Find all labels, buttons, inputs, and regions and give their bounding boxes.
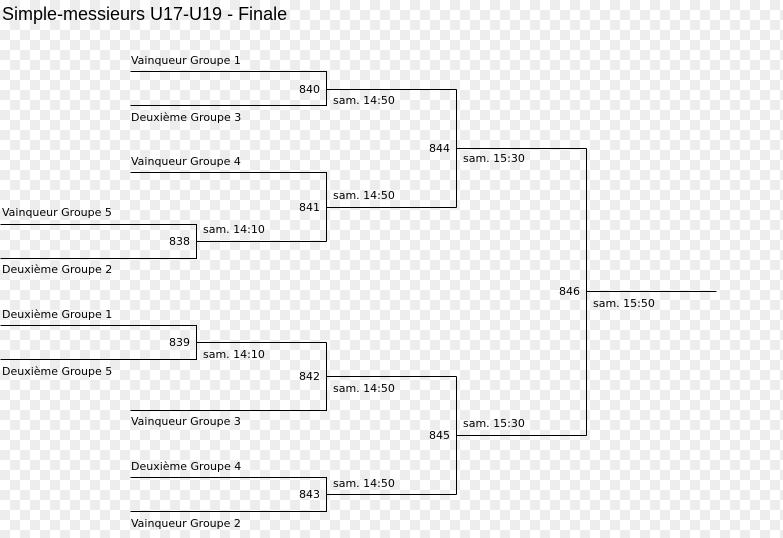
match-time: sam. 15:30 [463,152,525,165]
bracket-line-840 [130,71,457,106]
match-841: Vainqueur Groupe 4 841 sam. 14:50 [130,155,457,242]
match-number: 839 [169,336,190,349]
bracket-line-842 [130,342,457,411]
entrant-slot-bottom: Deuxième Groupe 5 [2,365,112,378]
entrant-slot-bottom: Vainqueur Groupe 2 [131,517,241,530]
bracket-line-845 [456,376,587,495]
bracket-line-846 [586,148,717,436]
match-number: 842 [299,370,320,383]
match-840: Vainqueur Groupe 1 Deuxième Groupe 3 840… [130,54,457,124]
match-time: sam. 14:50 [333,94,395,107]
entrant-slot-bottom: Deuxième Groupe 3 [131,111,241,124]
match-time: sam. 14:10 [203,223,265,236]
match-838: Vainqueur Groupe 5 Deuxième Groupe 2 838… [0,206,327,276]
match-number: 840 [299,83,320,96]
match-number: 846 [559,285,580,298]
match-time: sam. 14:50 [333,477,395,490]
bracket-line-839 [0,325,327,360]
entrant-slot-top: Deuxième Groupe 4 [131,460,241,473]
entrant-slot-top: Vainqueur Groupe 1 [131,54,241,67]
match-number: 841 [299,201,320,214]
match-time: sam. 14:50 [333,382,395,395]
entrant-slot-top: Vainqueur Groupe 5 [2,206,112,219]
entrant-slot-top: Deuxième Groupe 1 [2,308,112,321]
match-number: 844 [429,142,450,155]
match-844: 844 sam. 15:30 [429,89,587,208]
entrant-slot-bottom: Deuxième Groupe 2 [2,263,112,276]
match-845: 845 sam. 15:30 [429,376,587,495]
bracket-line-844 [456,89,587,208]
entrant-slot-bottom: Vainqueur Groupe 3 [131,415,241,428]
match-time: sam. 14:10 [203,348,265,361]
match-time: sam. 15:30 [463,417,525,430]
page-title: Simple-messieurs U17-U19 - Finale [2,4,288,24]
bracket-line-838 [0,224,327,259]
match-843: Deuxième Groupe 4 Vainqueur Groupe 2 843… [130,460,457,530]
bracket-line-843 [130,477,457,512]
match-839: Deuxième Groupe 1 Deuxième Groupe 5 839 … [0,308,327,378]
bracket-line-841 [130,172,457,242]
match-time: sam. 14:50 [333,189,395,202]
match-number: 843 [299,488,320,501]
match-842: Vainqueur Groupe 3 842 sam. 14:50 [130,342,457,428]
match-846: 846 sam. 15:50 [559,148,717,436]
match-number: 845 [429,429,450,442]
match-number: 838 [169,235,190,248]
entrant-slot-top: Vainqueur Groupe 4 [131,155,241,168]
match-time: sam. 15:50 [593,297,655,310]
